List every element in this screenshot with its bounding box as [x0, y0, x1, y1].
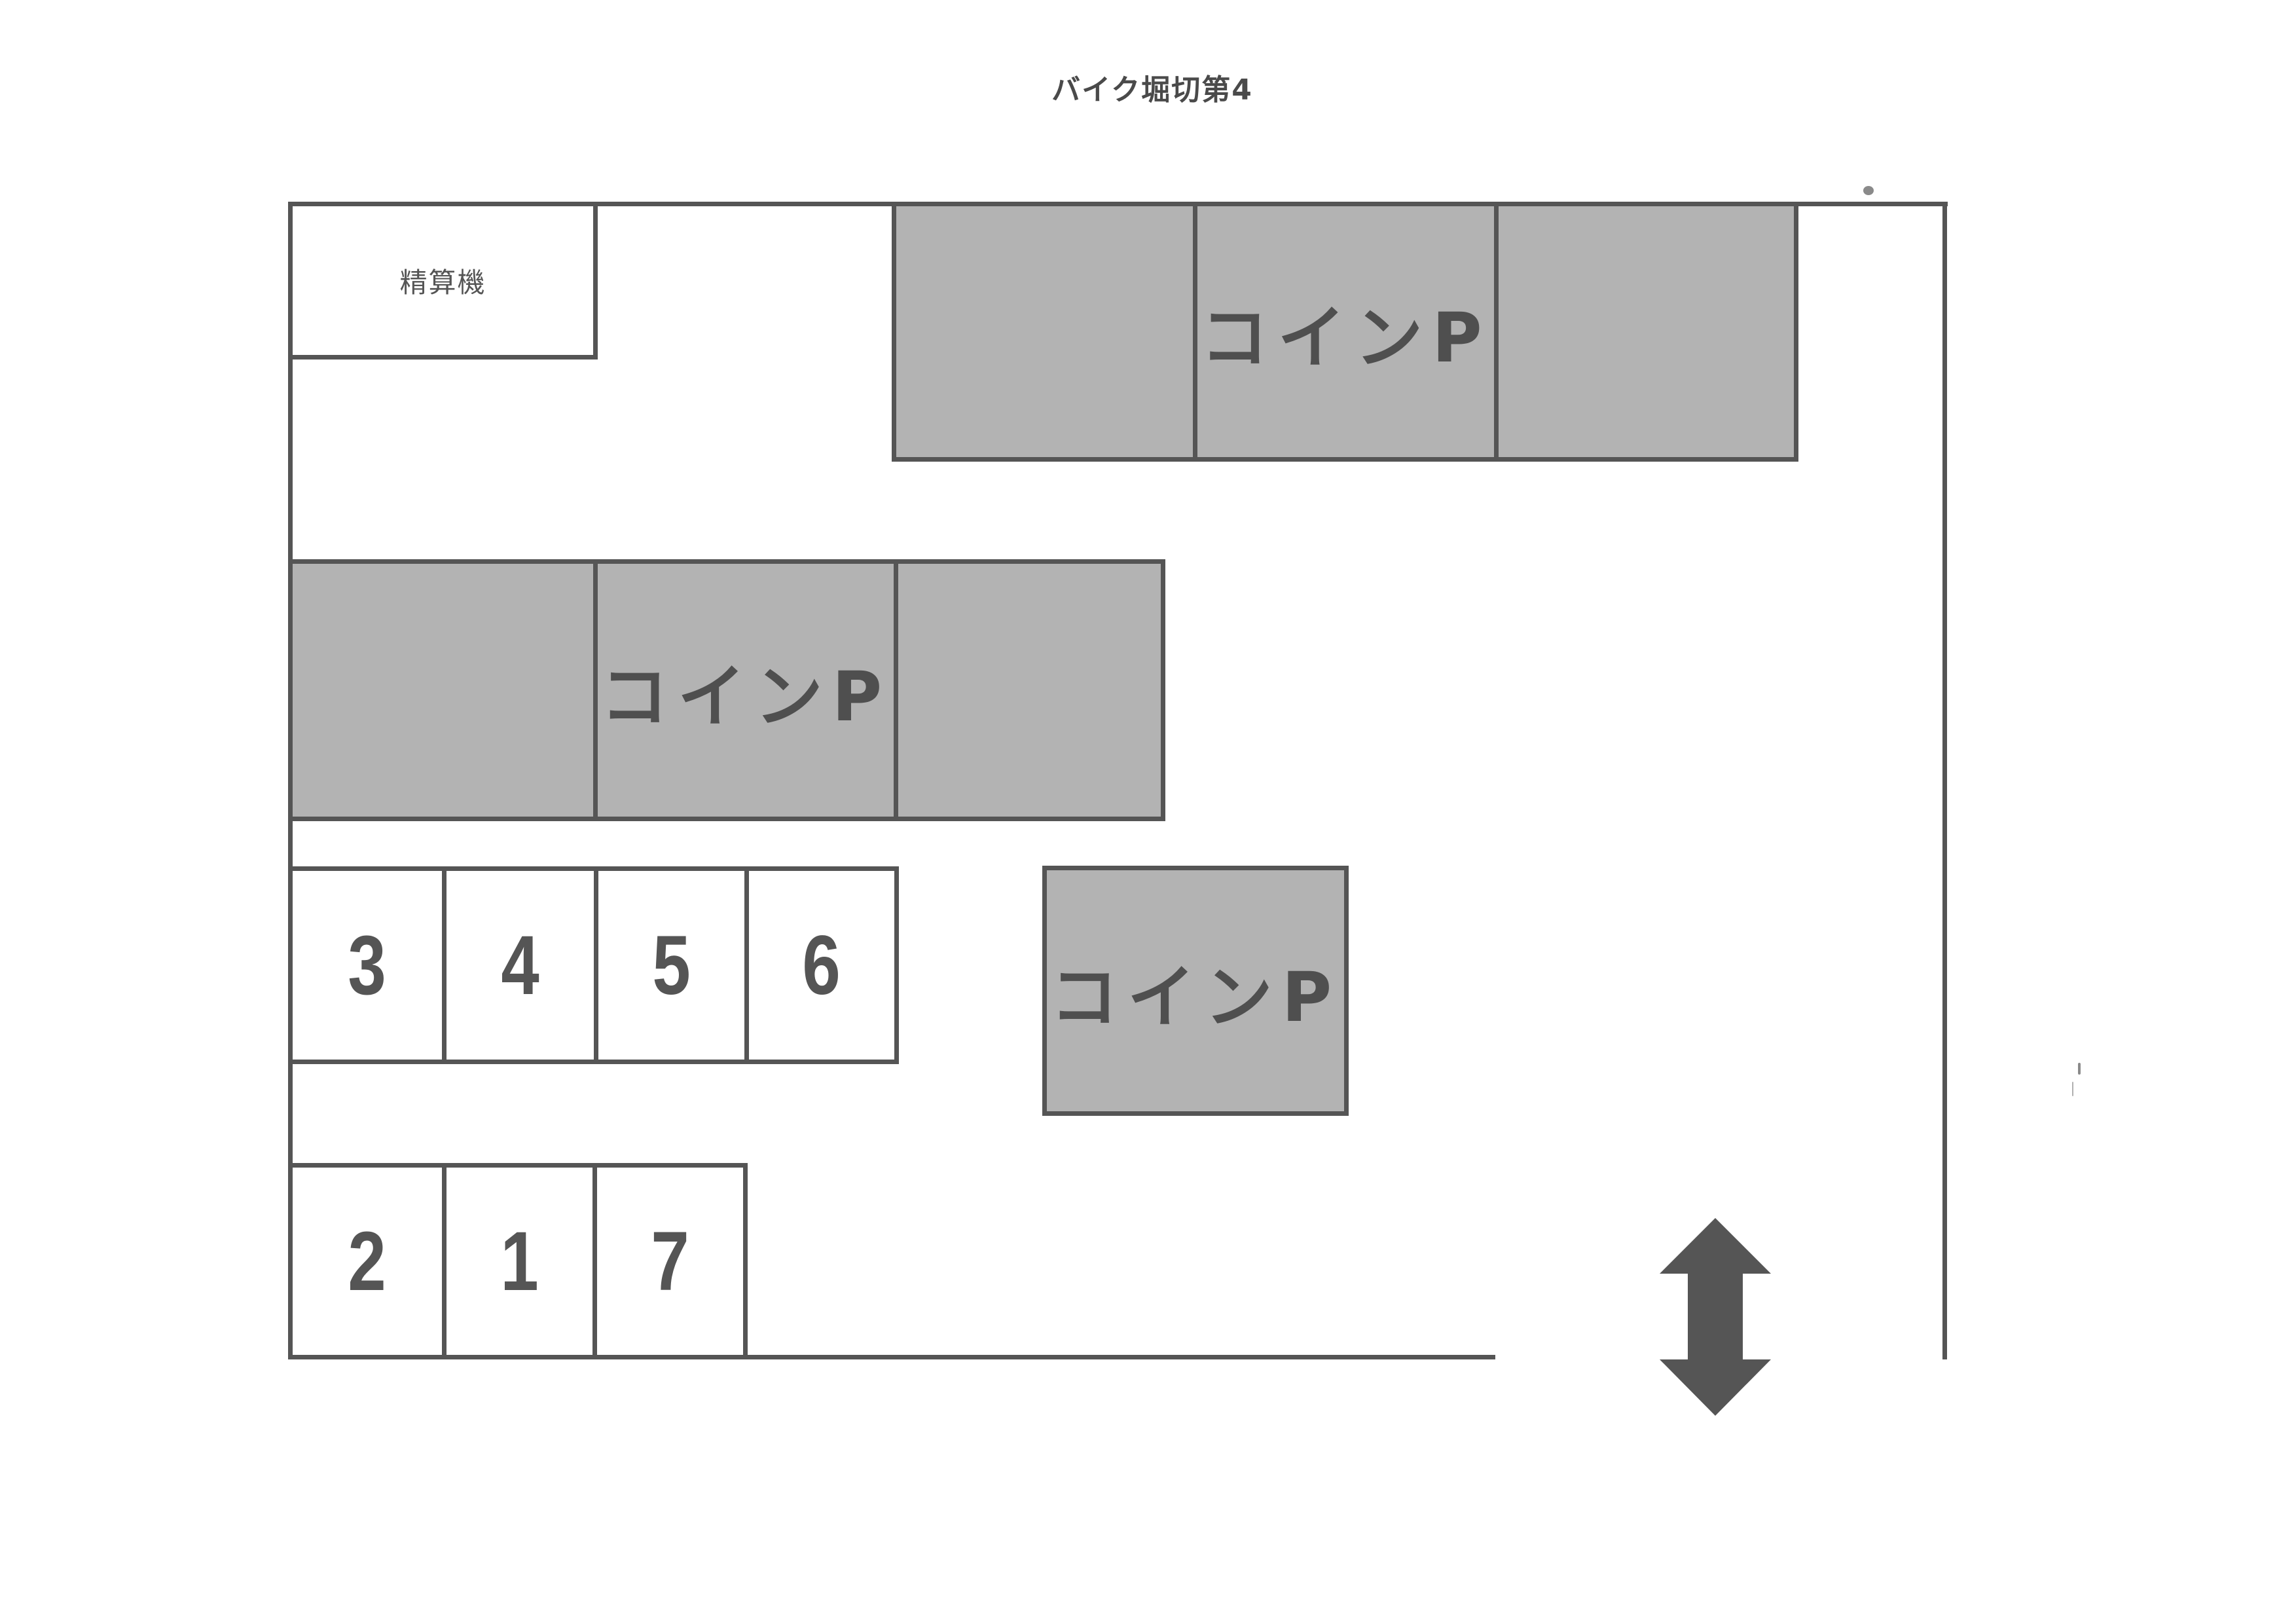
payment-machine-label: 精算機	[399, 267, 486, 299]
coin-parking-top-label: コインP	[1200, 298, 1491, 378]
scan-speck	[1863, 186, 1874, 195]
double-arrow-vertical-icon	[1660, 1218, 1771, 1416]
coin-parking-middle-3	[894, 559, 1165, 821]
coin-parking-top-2: コインP	[1193, 202, 1499, 462]
bike-space-5: 5	[594, 866, 749, 1064]
scan-speck	[2072, 1082, 2073, 1096]
coin-parking-top-1	[892, 202, 1197, 462]
bike-space-3: 3	[288, 866, 446, 1064]
page-title: バイク堀切第4	[1051, 73, 1253, 107]
coin-parking-middle-1	[288, 559, 598, 821]
space-number: 1	[500, 1214, 539, 1308]
bike-space-7: 7	[592, 1163, 748, 1359]
bike-space-1: 1	[442, 1163, 597, 1359]
coin-parking-single-label: コインP	[1049, 957, 1341, 1037]
space-number: 7	[651, 1214, 689, 1308]
coin-parking-top-3	[1494, 202, 1798, 462]
coin-parking-middle-2: コインP	[593, 559, 898, 821]
boundary-bottom-line	[288, 1355, 1495, 1359]
space-number: 4	[501, 918, 539, 1012]
space-number: 6	[802, 918, 841, 1012]
bike-space-4: 4	[442, 866, 598, 1064]
coin-parking-middle-label: コインP	[600, 656, 892, 737]
space-number: 2	[348, 1214, 387, 1308]
space-number: 3	[348, 918, 387, 1012]
coin-parking-single: コインP	[1042, 866, 1349, 1116]
scan-speck	[2078, 1063, 2081, 1075]
bike-space-6: 6	[744, 866, 899, 1064]
payment-machine: 精算機	[288, 202, 598, 360]
space-number: 5	[652, 918, 691, 1012]
bike-space-2: 2	[288, 1163, 446, 1359]
boundary-right-line	[1942, 202, 1947, 1359]
